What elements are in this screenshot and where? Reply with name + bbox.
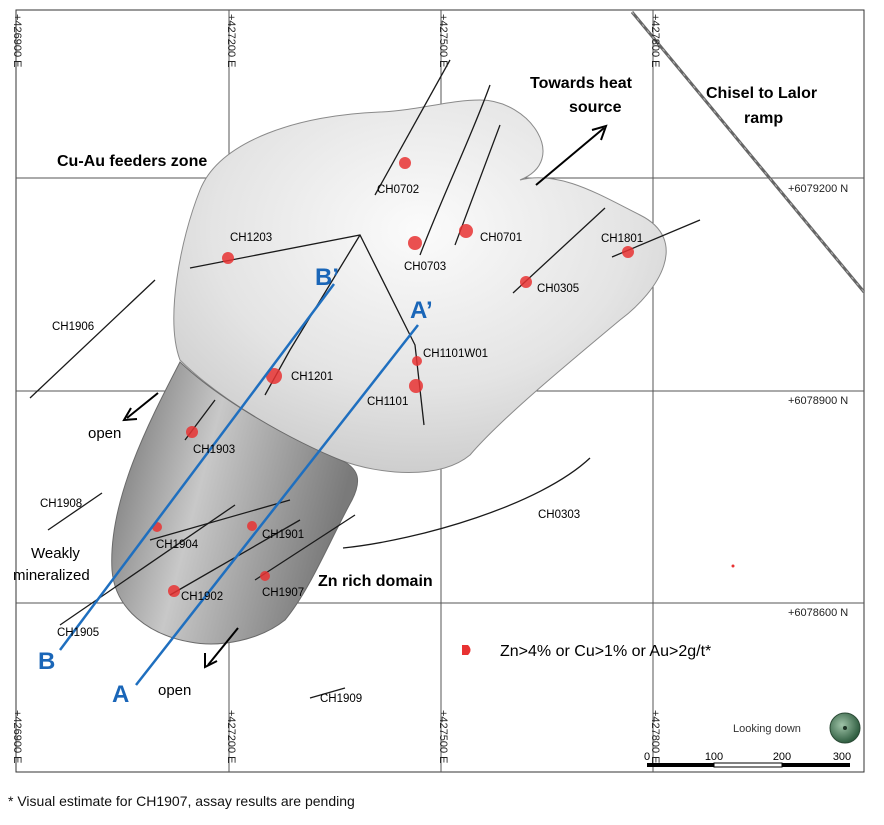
heat-source-label-line2: source xyxy=(569,99,622,116)
section-label-b: B xyxy=(38,648,55,675)
weakly-mineralized-label-line1: Weakly xyxy=(31,545,80,562)
easting-top-427800: +427800 E xyxy=(649,14,661,68)
legend-text: Zn>4% or Cu>1% or Au>2g/t* xyxy=(500,643,711,660)
footnote: * Visual estimate for CH1907, assay resu… xyxy=(8,793,355,809)
section-line-a[interactable] xyxy=(135,324,419,686)
drillhole-label-ch1903: CH1903 xyxy=(193,444,235,456)
northing-6078900: +6078900 N xyxy=(788,395,848,407)
arrow-heat-source xyxy=(535,127,605,186)
northing-labels: +6079200 N +6078900 N +6078600 N xyxy=(788,183,848,619)
drillhole-label-ch1801: CH1801 xyxy=(601,233,643,245)
arrow-open-south xyxy=(207,627,239,666)
easting-bottom-426900: +426900 E xyxy=(11,710,23,764)
drillhole-label-ch1101w01: CH1101W01 xyxy=(423,348,488,360)
heat-source-label-line1: Towards heat xyxy=(530,75,633,92)
orientation-label: Looking down xyxy=(733,723,801,735)
drillhole-label-ch0703: CH0703 xyxy=(404,261,446,273)
easting-top-427500: +427500 E xyxy=(437,14,449,68)
cu-au-zone-label: Cu-Au feeders zone xyxy=(57,153,207,170)
section-label-a-prime: A’ xyxy=(410,297,433,324)
drillhole-label-ch1101: CH1101 xyxy=(367,396,408,408)
ramp-line xyxy=(630,11,866,293)
ramp-label-line2: ramp xyxy=(744,110,783,127)
stray-marker xyxy=(731,564,735,568)
easting-bottom-427200: +427200 E xyxy=(225,710,237,764)
arrows xyxy=(122,124,608,669)
scale-bar: 0 100 200 300 xyxy=(644,751,851,768)
geology-map: +426900 E +427200 E +427500 E +427800 E … xyxy=(11,9,866,773)
open-label-south: open xyxy=(158,682,191,699)
section-label-a: A xyxy=(112,681,129,708)
mineralized-intercepts xyxy=(152,157,634,597)
drillhole-label-ch1902: CH1902 xyxy=(181,591,223,603)
section-line-b[interactable] xyxy=(58,283,336,651)
drillhole-label-ch1904: CH1904 xyxy=(156,539,199,551)
orientation-indicator: Looking down xyxy=(733,712,861,744)
easting-top-427200: +427200 E xyxy=(225,14,237,68)
drillhole-label-ch0305: CH0305 xyxy=(537,283,579,295)
scale-tick-200: 200 xyxy=(773,751,791,763)
ramp-label-line1: Chisel to Lalor xyxy=(706,85,817,102)
legend-marker-icon xyxy=(462,645,471,655)
drillhole-label-ch1907: CH1907 xyxy=(262,587,304,599)
easting-bottom-427800: +427800 E xyxy=(649,710,661,764)
easting-top-426900: +426900 E xyxy=(11,14,23,68)
drillhole-label-ch1203: CH1203 xyxy=(230,232,272,244)
section-label-b-prime: B’ xyxy=(315,264,339,291)
zn-rich-zone-shape xyxy=(111,361,359,645)
northing-6078600: +6078600 N xyxy=(788,607,848,619)
northing-6079200: +6079200 N xyxy=(788,183,848,195)
section-lines xyxy=(58,283,419,686)
easting-bottom-427500: +427500 E xyxy=(437,710,449,764)
easting-labels: +426900 E +427200 E +427500 E +427800 E … xyxy=(11,14,661,764)
scale-tick-0: 0 xyxy=(644,751,650,763)
arrow-open-west xyxy=(126,392,159,419)
drillhole-label-ch1201: CH1201 xyxy=(291,371,333,383)
drillhole-labels: CH0702 CH0701 CH0703 CH1801 CH0305 CH120… xyxy=(40,184,643,705)
drillhole-label-ch1909: CH1909 xyxy=(320,693,362,705)
weakly-mineralized-label-line2: mineralized xyxy=(13,567,90,584)
open-label-west: open xyxy=(88,425,121,442)
drillhole-label-ch0701: CH0701 xyxy=(480,232,522,244)
legend: Zn>4% or Cu>1% or Au>2g/t* xyxy=(462,643,711,660)
drillhole-label-ch0303: CH0303 xyxy=(538,509,580,521)
drillhole-label-ch1906: CH1906 xyxy=(52,321,94,333)
drillhole-label-ch1901: CH1901 xyxy=(262,529,304,541)
drillhole-label-ch1905: CH1905 xyxy=(57,627,99,639)
scale-tick-300: 300 xyxy=(833,751,851,763)
drillhole-label-ch1908: CH1908 xyxy=(40,498,82,510)
scale-tick-100: 100 xyxy=(705,751,723,763)
zn-rich-zone-label: Zn rich domain xyxy=(318,573,433,590)
drillhole-label-ch0702: CH0702 xyxy=(377,184,419,196)
